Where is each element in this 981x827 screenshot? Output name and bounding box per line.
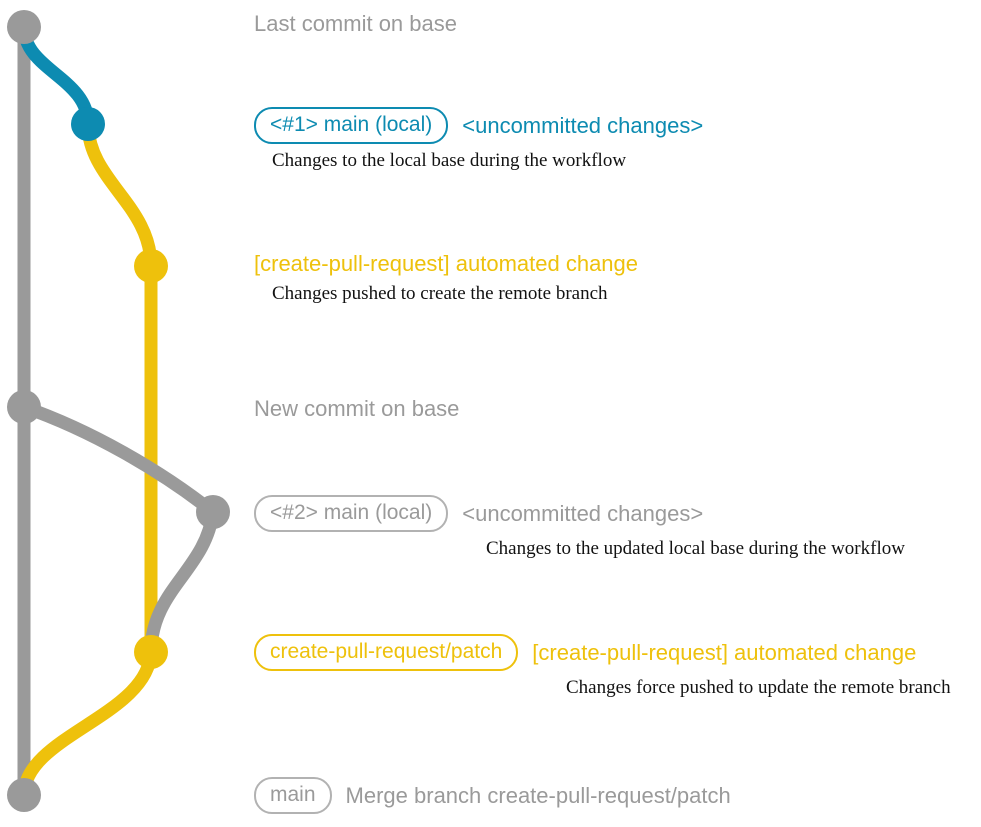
commit-node-local-2[interactable]: [196, 495, 230, 529]
commit-node-base-new[interactable]: [7, 390, 41, 424]
annotation-local-change-1: <#1> main (local) <uncommitted changes> …: [254, 107, 703, 172]
commit-node-base-head[interactable]: [7, 10, 41, 44]
annotation-merge: main Merge branch create-pull-request/pa…: [254, 777, 731, 814]
annotation-new-commit: New commit on base: [254, 396, 459, 422]
automated-change-2-headline: [create-pull-request] automated change: [532, 639, 917, 665]
branch-pill-create-pull-request-patch[interactable]: create-pull-request/patch: [254, 634, 519, 671]
merge-headline: Merge branch create-pull-request/patch: [345, 782, 731, 808]
automated-change-1-subline: Changes pushed to create the remote bran…: [272, 283, 608, 304]
new-commit-headline: New commit on base: [254, 396, 460, 421]
annotation-automated-change-1: [create-pull-request] automated change C…: [254, 251, 638, 305]
commit-node-local-1[interactable]: [71, 107, 105, 141]
commit-node-remote-1[interactable]: [134, 249, 168, 283]
edge-local1-to-remote1: [81, 117, 158, 273]
annotation-last-commit: Last commit on base: [254, 11, 457, 37]
last-commit-headline: Last commit on base: [254, 11, 457, 36]
edge-base-to-local1: [17, 20, 95, 131]
commit-node-merge[interactable]: [7, 778, 41, 812]
local-change-1-subline: Changes to the local base during the wor…: [272, 150, 627, 171]
edge-local2-to-patch: [144, 505, 220, 659]
edge-basenew-to-local2: [17, 400, 220, 519]
local-change-2-subline: Changes to the updated local base during…: [486, 538, 905, 559]
automated-change-1-headline: [create-pull-request] automated change: [254, 251, 639, 276]
automated-change-2-subline: Changes force pushed to update the remot…: [566, 677, 951, 698]
edge-patch-to-merge: [17, 645, 158, 802]
annotation-local-change-2: <#2> main (local) <uncommitted changes> …: [254, 495, 905, 560]
local-change-2-headline: <uncommitted changes>: [462, 500, 704, 526]
branch-pill-main[interactable]: main: [254, 777, 332, 814]
annotation-automated-change-2: create-pull-request/patch [create-pull-r…: [254, 634, 951, 699]
branch-pill-main-local-1[interactable]: <#1> main (local): [254, 107, 449, 144]
branch-pill-main-local-2[interactable]: <#2> main (local): [254, 495, 449, 532]
local-change-1-headline: <uncommitted changes>: [462, 112, 704, 138]
commit-node-remote-patch[interactable]: [134, 635, 168, 669]
